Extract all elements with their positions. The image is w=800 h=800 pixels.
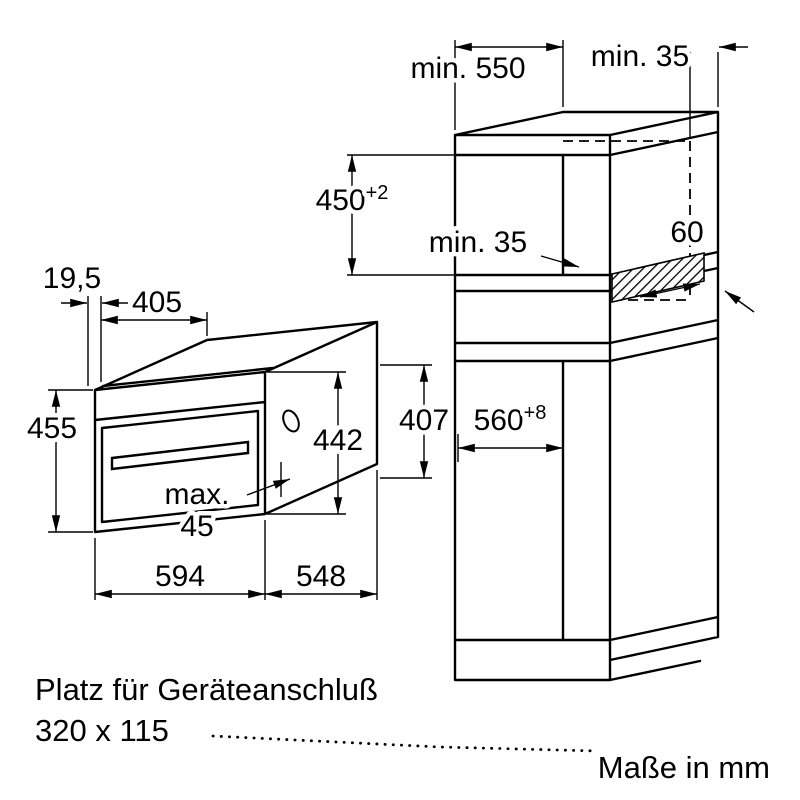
oven-drawing: 19,5 405 455 442 407 max. 45 594 548 bbox=[22, 258, 454, 600]
dim-label-wall-gap: min. 35 bbox=[591, 40, 689, 73]
dim-label-inner-depth: 560+8 bbox=[474, 402, 547, 437]
connection-space-note-line1: Platz für Geräteanschluß bbox=[35, 672, 378, 707]
dim-label-front-frame: 19,5 bbox=[43, 262, 101, 295]
extension-line-front-frame bbox=[87, 296, 102, 386]
extension-line-wall-gap bbox=[689, 52, 719, 139]
oven-handle bbox=[110, 440, 250, 471]
dim-label-height-back: 407 bbox=[399, 404, 449, 437]
dim-label-handle-max-1: max. bbox=[164, 478, 229, 511]
dim-label-vent: 60 bbox=[670, 216, 703, 249]
dimension-line-vent bbox=[639, 283, 701, 298]
units-note: Maße in mm bbox=[598, 750, 770, 785]
dim-label-handle-max-2: 45 bbox=[180, 510, 213, 543]
dim-label-niche-height: 450+2 bbox=[316, 182, 389, 217]
leader-handle-max bbox=[246, 478, 291, 496]
dim-label-top-depth: 405 bbox=[132, 286, 182, 319]
leader-rear-gap bbox=[540, 255, 580, 268]
cabinet-drawing: min. 550 min. 35 450+2 min. 35 60 560+8 bbox=[311, 36, 755, 682]
notes: Platz für Geräteanschluß 320 x 115 Maße … bbox=[31, 668, 775, 790]
vent-hatch-strip bbox=[611, 251, 705, 304]
extension-line-width bbox=[94, 520, 266, 600]
leader-dotted-line bbox=[211, 734, 599, 753]
extension-line-depth bbox=[454, 40, 564, 130]
extension-line-body-height bbox=[267, 371, 346, 515]
dim-label-width: 594 bbox=[155, 560, 205, 593]
oven-side-grip bbox=[282, 409, 300, 433]
cabinet-outline bbox=[453, 110, 720, 682]
oven-outline bbox=[93, 320, 379, 534]
dim-label-body-height: 442 bbox=[313, 424, 363, 457]
connection-space-note-line2: 320 x 115 bbox=[35, 713, 169, 748]
dim-label-depth-oven: 548 bbox=[296, 560, 346, 593]
leader-rear-wall-arrow bbox=[724, 290, 755, 313]
dim-label-rear-gap: min. 35 bbox=[429, 226, 527, 259]
dim-label-cabinet-depth: min. 550 bbox=[410, 52, 525, 85]
extension-line-niche-height bbox=[347, 154, 456, 276]
dim-label-height: 455 bbox=[27, 412, 77, 445]
